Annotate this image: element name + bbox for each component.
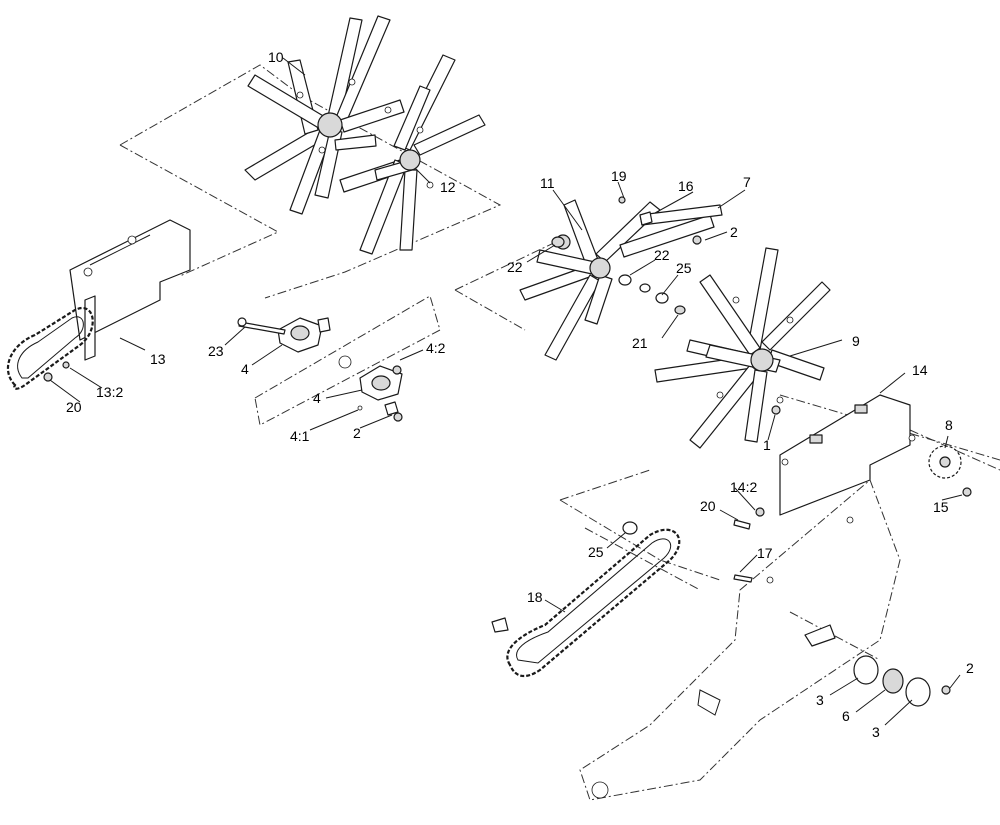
callout-23: 23 [208,343,224,359]
right-tine-rotor [519,199,831,449]
leader-lines [49,57,963,726]
sprocket [928,445,962,479]
right-chain-cover [779,394,916,516]
callout-labels: 10 12 11 19 16 7 2 22 22 25 21 9 14 8 1 … [66,49,974,740]
left-side-plate [254,295,441,426]
left-chain-cover [69,219,191,361]
left-tine-rotor [244,15,486,255]
callout-21: 21 [632,335,648,351]
callout-25-bottom: 25 [588,544,604,560]
washer-25-lower [622,521,638,535]
callout-20-left: 20 [66,399,82,415]
callout-19: 19 [611,168,627,184]
callout-4-lower: 4 [313,390,321,406]
callout-22-left: 22 [507,259,523,275]
right-main-frame [579,479,901,801]
callout-4-1: 4:1 [290,428,310,444]
callout-7: 7 [743,174,751,190]
callout-11: 11 [540,175,555,191]
callout-4-2: 4:2 [426,340,446,356]
bearing-cluster [804,624,951,707]
callout-2-top: 2 [730,224,738,240]
callout-15: 15 [933,499,949,515]
callout-2-right: 2 [966,660,974,676]
callout-2-lower: 2 [353,425,361,441]
callout-18: 18 [527,589,543,605]
callout-17: 17 [757,545,773,561]
callout-9: 9 [852,333,860,349]
bolt-23 [237,317,286,335]
callout-3-right: 3 [872,724,880,740]
left-roller-chain [6,306,94,390]
washers-spacers [551,196,702,315]
flange-bearing-lower [359,365,403,416]
callout-14-2: 14:2 [730,479,757,495]
callout-4-upper: 4 [241,361,249,377]
callout-10: 10 [268,49,284,65]
callout-20-right: 20 [700,498,716,514]
callout-25-top: 25 [676,260,692,276]
callout-16: 16 [678,178,694,194]
right-roller-chain [491,528,681,678]
callout-1: 1 [763,437,771,453]
callout-14: 14 [912,362,928,378]
callout-13-2: 13:2 [96,384,123,400]
small-fasteners [43,361,972,583]
callout-3-left: 3 [816,692,824,708]
dashed-assembly-lines [119,64,1000,661]
callout-12: 12 [440,179,456,195]
callout-8: 8 [945,417,953,433]
flange-bearing-upper [277,317,331,353]
callout-6: 6 [842,708,850,724]
callout-22-right: 22 [654,247,670,263]
callout-13: 13 [150,351,166,367]
